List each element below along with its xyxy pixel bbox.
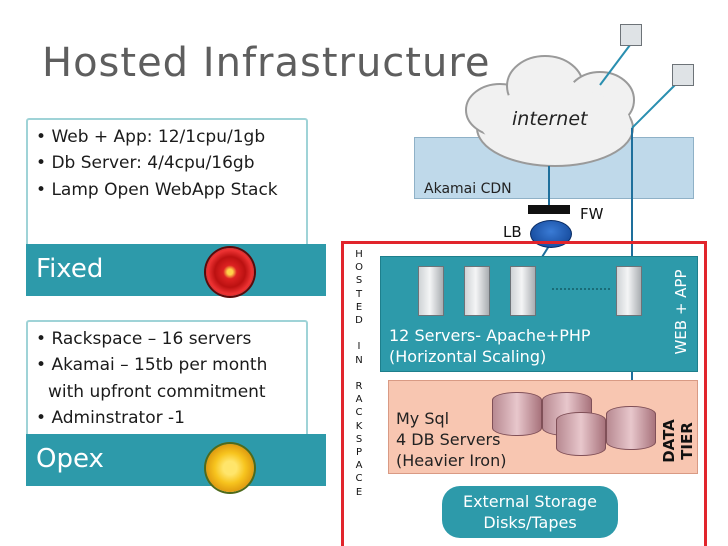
database-disk-icon <box>606 406 656 450</box>
hosted-in-rackspace-frame <box>341 241 707 546</box>
opex-bullet-list: • Rackspace – 16 servers • Akamai – 15tb… <box>28 322 306 431</box>
vertical-letter: R <box>355 381 363 393</box>
bullet-item: • Db Server: 4/4cpu/16gb <box>36 153 255 174</box>
vertical-letter: T <box>355 288 363 300</box>
database-disk-icon <box>492 392 542 436</box>
external-storage-box: External Storage Disks/Tapes <box>442 486 618 538</box>
web-server-icon <box>510 266 536 316</box>
bullet-item: • Adminstrator -1 <box>36 408 185 429</box>
vertical-letter: I <box>357 341 361 353</box>
bullet-text: Rackspace – 16 servers <box>51 329 252 349</box>
red-flower-image <box>206 248 254 296</box>
yellow-flower-image <box>206 444 254 492</box>
web-server-icon <box>418 266 444 316</box>
vertical-letter: E <box>355 486 363 498</box>
bullet-text: Adminstrator -1 <box>51 408 185 429</box>
bullet-item: • Akamai – 15tb per month <box>36 355 268 376</box>
bullet-item: • Web + App: 12/1cpu/1gb <box>36 127 266 147</box>
vertical-letter: A <box>355 460 363 472</box>
bullet-text: Db Server: 4/4cpu/16gb <box>51 153 255 174</box>
slide-title: Hosted Infrastructure <box>42 40 491 86</box>
data-tier-line: (Heavier Iron) <box>396 451 507 470</box>
vertical-letter: K <box>355 420 363 432</box>
bullet-text: Web + App: 12/1cpu/1gb <box>51 127 266 147</box>
opex-label-band: Opex <box>26 434 326 486</box>
firewall-label: FW <box>580 205 604 223</box>
fixed-label-band: Fixed <box>26 244 326 296</box>
bullet-item: • Rackspace – 16 servers <box>36 329 252 349</box>
fixed-costs-card: • Web + App: 12/1cpu/1gb • Db Server: 4/… <box>26 118 308 248</box>
bullet-item: • Lamp Open WebApp Stack <box>36 179 278 200</box>
load-balancer-label: LB <box>503 223 522 241</box>
fixed-label: Fixed <box>36 254 104 284</box>
vertical-letter: S <box>355 275 363 287</box>
web-server-icon <box>616 266 642 316</box>
desktop-computer-icon <box>672 64 694 86</box>
data-tier-line: My Sql <box>396 409 450 428</box>
vertical-letter: A <box>355 394 363 406</box>
data-tier-line: 4 DB Servers <box>396 430 501 449</box>
bullet-text: Akamai – 15tb per month <box>51 355 268 376</box>
data-tier-word: DATA <box>660 419 678 463</box>
vertical-letter: E <box>355 301 363 313</box>
akamai-cdn-label: Akamai CDN <box>424 181 512 197</box>
ellipsis-connector <box>552 288 610 290</box>
vertical-letter: N <box>355 354 363 366</box>
web-server-icon <box>464 266 490 316</box>
fixed-bullet-list: • Web + App: 12/1cpu/1gb • Db Server: 4/… <box>28 120 306 203</box>
database-disk-icon <box>556 412 606 456</box>
bullet-continuation: with upfront commitment <box>36 379 300 405</box>
vertical-letter <box>352 327 366 340</box>
storage-line: Disks/Tapes <box>483 513 577 532</box>
web-tier-line: 12 Servers- Apache+PHP <box>389 326 591 345</box>
vertical-letter: O <box>355 262 363 274</box>
storage-line: External Storage <box>462 492 598 511</box>
desktop-computer-icon <box>620 24 642 46</box>
firewall-icon <box>528 205 570 214</box>
data-tier-description: My Sql 4 DB Servers (Heavier Iron) <box>396 408 506 471</box>
bullet-text: with upfront commitment <box>48 381 266 402</box>
web-tier-description: 12 Servers- Apache+PHP (Horizontal Scali… <box>389 325 591 367</box>
vertical-letter: H <box>355 249 363 260</box>
pc-link-line <box>631 84 676 129</box>
web-tier-line: (Horizontal Scaling) <box>389 347 547 366</box>
internet-label: internet <box>512 108 588 130</box>
data-tier-word: TIER <box>678 422 696 460</box>
opex-label: Opex <box>36 444 104 474</box>
vertical-letter: D <box>355 315 363 327</box>
web-app-side-label: WEB + APP <box>666 260 696 364</box>
vertical-letter: C <box>355 473 363 485</box>
pc-link-line <box>599 44 631 86</box>
vertical-letter: C <box>355 407 363 419</box>
internet-cloud-icon <box>465 55 635 167</box>
bullet-text: Lamp Open WebApp Stack <box>51 179 278 200</box>
web-app-side-text: WEB + APP <box>672 269 690 355</box>
vertical-letter: P <box>355 447 363 459</box>
vertical-letter: S <box>355 433 363 445</box>
vertical-letter <box>352 367 366 380</box>
